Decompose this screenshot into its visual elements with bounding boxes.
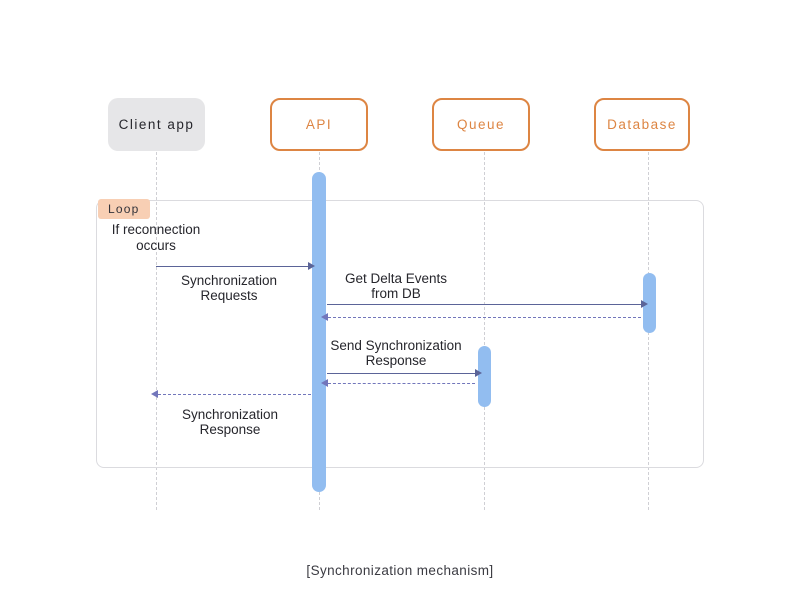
activation-bar-database: [643, 273, 656, 333]
arrow-queue-return: [321, 379, 475, 388]
loop-frame: [96, 200, 704, 468]
loop-condition: If reconnection occurs: [111, 222, 201, 253]
diagram-caption: [Synchronization mechanism]: [306, 563, 494, 578]
loop-label: Loop: [98, 199, 150, 219]
arrowhead-right-icon: [475, 369, 482, 378]
lifeline-client-app: [156, 152, 157, 510]
arrow-get-delta-events: [327, 300, 648, 309]
message-label-get-delta-events: Get Delta Events from DB: [344, 271, 448, 301]
actor-client-app-label: Client app: [118, 117, 195, 132]
arrow-sync-requests: [156, 262, 315, 271]
actor-database: Database: [594, 98, 690, 151]
arrow-send-sync-response: [327, 369, 482, 378]
actor-queue: Queue: [432, 98, 530, 151]
arrowhead-left-icon: [151, 390, 158, 399]
actor-queue-label: Queue: [456, 117, 506, 132]
arrowhead-right-icon: [641, 300, 648, 309]
activation-bar-queue: [478, 346, 491, 407]
arrowhead-left-icon: [321, 313, 328, 322]
actor-database-label: Database: [607, 117, 677, 132]
arrowhead-right-icon: [308, 262, 315, 271]
actor-client-app: Client app: [108, 98, 205, 151]
arrow-sync-response: [151, 390, 311, 399]
activation-bar-api: [312, 172, 326, 492]
actor-api: API: [270, 98, 368, 151]
message-label-send-sync-response: Send Synchronization Response: [330, 338, 462, 368]
actor-api-label: API: [305, 117, 333, 132]
arrow-db-return: [321, 313, 641, 322]
message-label-sync-requests: Synchronization Requests: [180, 273, 278, 303]
message-label-sync-response: Synchronization Response: [181, 407, 279, 437]
arrowhead-left-icon: [321, 379, 328, 388]
lifeline-queue: [484, 152, 485, 510]
